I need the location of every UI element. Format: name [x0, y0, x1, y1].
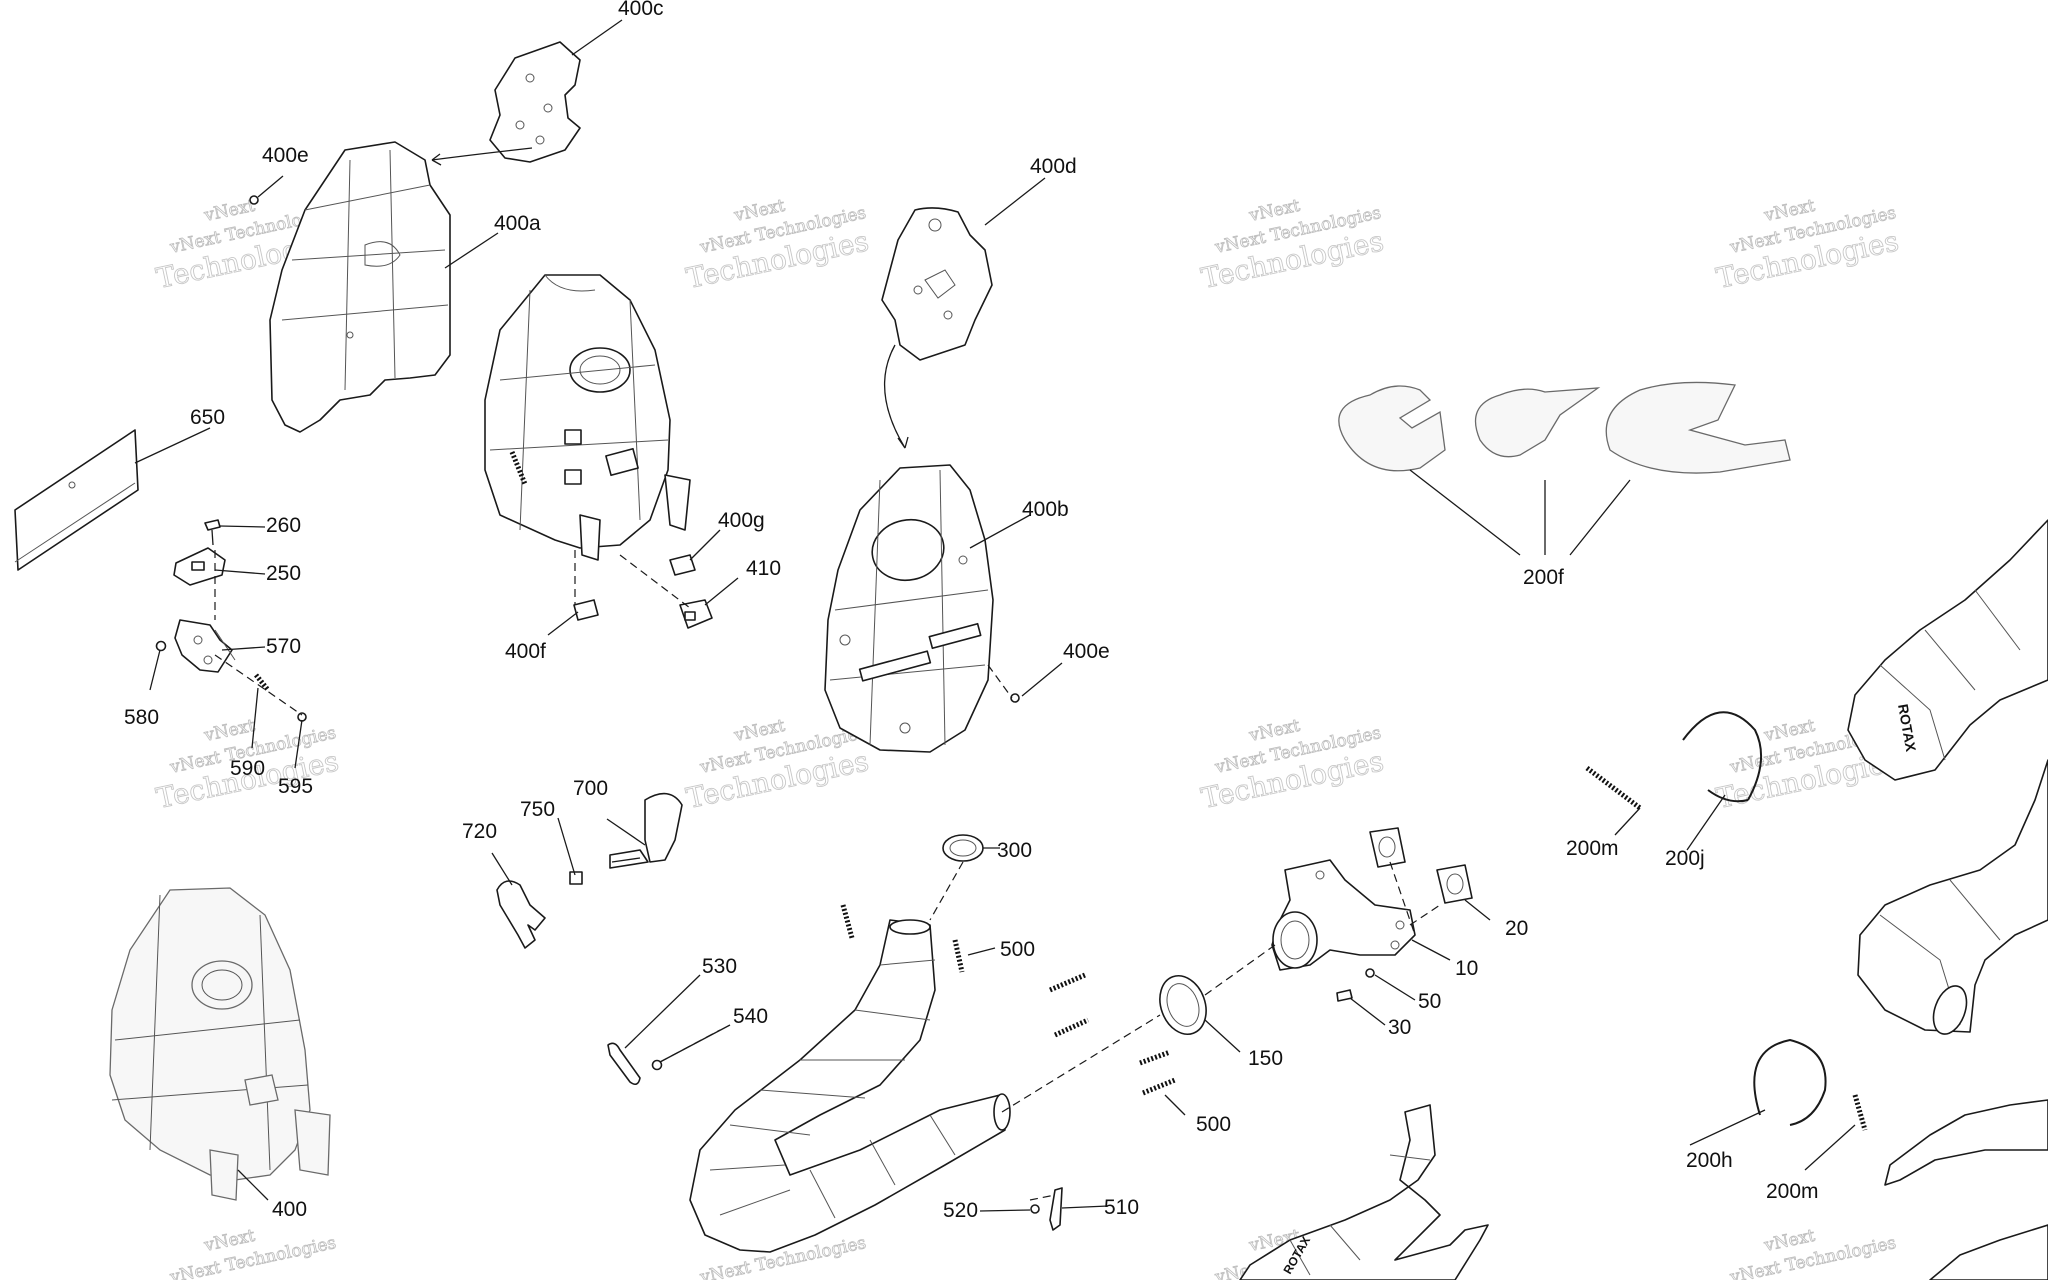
- callout-50[interactable]: 50: [1418, 990, 1441, 1013]
- callout-10[interactable]: 10: [1455, 957, 1478, 980]
- callout-700[interactable]: 700: [573, 777, 608, 800]
- part-150-sealing-ring[interactable]: [1152, 969, 1214, 1040]
- part-exhaust-pipe[interactable]: [689, 919, 1011, 1253]
- part-exhaust-pipe-right-upper[interactable]: ROTAX: [1847, 519, 2048, 781]
- part-590-spring[interactable]: [254, 673, 270, 692]
- part-250-bracket[interactable]: [173, 547, 226, 586]
- callout-590[interactable]: 590: [230, 757, 265, 780]
- part-540-washer[interactable]: [651, 1059, 663, 1071]
- callout-400d[interactable]: 400d: [1030, 155, 1077, 178]
- part-200h-clamp[interactable]: [1753, 1038, 1827, 1126]
- callout-150[interactable]: 150: [1248, 1047, 1283, 1070]
- watermark: vNext vNext Technologies Technologies: [1198, 715, 1387, 815]
- callout-200h[interactable]: 200h: [1686, 1149, 1733, 1172]
- part-10-exhaust-manifold[interactable]: [1271, 859, 1416, 971]
- callout-260[interactable]: 260: [266, 514, 301, 537]
- callout-200f[interactable]: 200f: [1523, 566, 1564, 589]
- part-400b-muffler-cover[interactable]: [824, 464, 994, 753]
- part-400-muffler-lower[interactable]: [109, 887, 331, 1201]
- callout-580[interactable]: 580: [124, 706, 159, 729]
- part-400a-muffler-cover[interactable]: [269, 141, 451, 433]
- part-500-spring[interactable]: [840, 904, 1176, 1096]
- part-400e-mid-screw[interactable]: [1010, 693, 1020, 703]
- part-530-spring-hook[interactable]: [607, 1042, 641, 1086]
- part-exhaust-pipe-right-middle[interactable]: [1857, 759, 2048, 1039]
- part-400g-clip[interactable]: [669, 554, 696, 576]
- part-200m-spring-bottom[interactable]: [1852, 1094, 1868, 1131]
- assembly-lines: [214, 550, 1441, 1201]
- callout-720[interactable]: 720: [462, 820, 497, 843]
- part-400-muffler-upper[interactable]: [484, 274, 691, 561]
- part-200j-clamp[interactable]: [1682, 711, 1763, 803]
- callout-400g[interactable]: 400g: [718, 509, 765, 532]
- callout-labels: 400c 400e 400a 400d 650 260 250 570 580 …: [124, 0, 1819, 1222]
- callout-400f[interactable]: 400f: [505, 640, 546, 663]
- callout-520[interactable]: 520: [943, 1199, 978, 1222]
- callout-510[interactable]: 510: [1104, 1196, 1139, 1219]
- part-580-grommet[interactable]: [155, 640, 167, 652]
- callout-200j[interactable]: 200j: [1665, 847, 1705, 870]
- part-20-gasket[interactable]: [1369, 827, 1473, 904]
- callout-30[interactable]: 30: [1388, 1016, 1411, 1039]
- watermark: vNext vNext Technologies Technologies: [683, 195, 872, 295]
- callout-200m-bottom[interactable]: 200m: [1766, 1180, 1819, 1203]
- callout-300[interactable]: 300: [997, 839, 1032, 862]
- part-400c-heat-shield[interactable]: [489, 41, 581, 163]
- part-720-bracket[interactable]: [496, 880, 546, 949]
- callout-400e-mid[interactable]: 400e: [1063, 640, 1110, 663]
- part-700-sensor-probe[interactable]: [609, 792, 683, 869]
- callout-200m-top[interactable]: 200m: [1566, 837, 1619, 860]
- part-650-insulation-sheet[interactable]: [14, 429, 139, 571]
- watermark: vNext vNext Technologies: [167, 1225, 338, 1280]
- part-260-screw[interactable]: [204, 519, 221, 546]
- part-570-bracket[interactable]: [174, 619, 236, 673]
- callout-540[interactable]: 540: [733, 1005, 768, 1028]
- callout-500-bottom[interactable]: 500: [1196, 1113, 1231, 1136]
- callout-400[interactable]: 400: [272, 1198, 307, 1221]
- part-200m-spring-top[interactable]: [1585, 766, 1642, 810]
- part-520-screw[interactable]: [1030, 1204, 1040, 1214]
- watermark: vNext vNext Technologies: [1727, 1225, 1898, 1280]
- part-750-clip[interactable]: [569, 871, 583, 885]
- callout-20[interactable]: 20: [1505, 917, 1528, 940]
- callout-595[interactable]: 595: [278, 775, 313, 798]
- part-510-clip[interactable]: [1049, 1187, 1063, 1231]
- watermark: vNext vNext Technologies Technologies: [1198, 195, 1387, 295]
- watermark: vNext vNext Technologies Technologies: [1713, 195, 1902, 295]
- part-400d-gasket[interactable]: [881, 207, 993, 361]
- part-400e-top-screw[interactable]: [249, 195, 259, 205]
- callout-400c[interactable]: 400c: [618, 0, 664, 20]
- part-30-stud[interactable]: [1336, 989, 1353, 1002]
- part-300-sealing-ring[interactable]: [942, 834, 984, 862]
- callout-400b[interactable]: 400b: [1022, 498, 1069, 521]
- callout-570[interactable]: 570: [266, 635, 301, 658]
- callout-750[interactable]: 750: [520, 798, 555, 821]
- callout-250[interactable]: 250: [266, 562, 301, 585]
- part-595-nut[interactable]: [297, 712, 307, 722]
- part-exhaust-pipe-secondary[interactable]: ROTAX: [1239, 1104, 1489, 1280]
- part-exhaust-pipe-right-lower[interactable]: [1884, 1099, 2048, 1280]
- callout-530[interactable]: 530: [702, 955, 737, 978]
- callout-400e[interactable]: 400e: [262, 144, 309, 167]
- part-200f-insulators[interactable]: [1338, 381, 1791, 474]
- part-400f-clip[interactable]: [573, 599, 599, 621]
- callout-650[interactable]: 650: [190, 406, 225, 429]
- callout-500-top[interactable]: 500: [1000, 938, 1035, 961]
- callout-410[interactable]: 410: [746, 557, 781, 580]
- leader-lines: [134, 19, 1856, 1212]
- callout-400a[interactable]: 400a: [494, 212, 541, 235]
- part-50-washer[interactable]: [1365, 968, 1375, 978]
